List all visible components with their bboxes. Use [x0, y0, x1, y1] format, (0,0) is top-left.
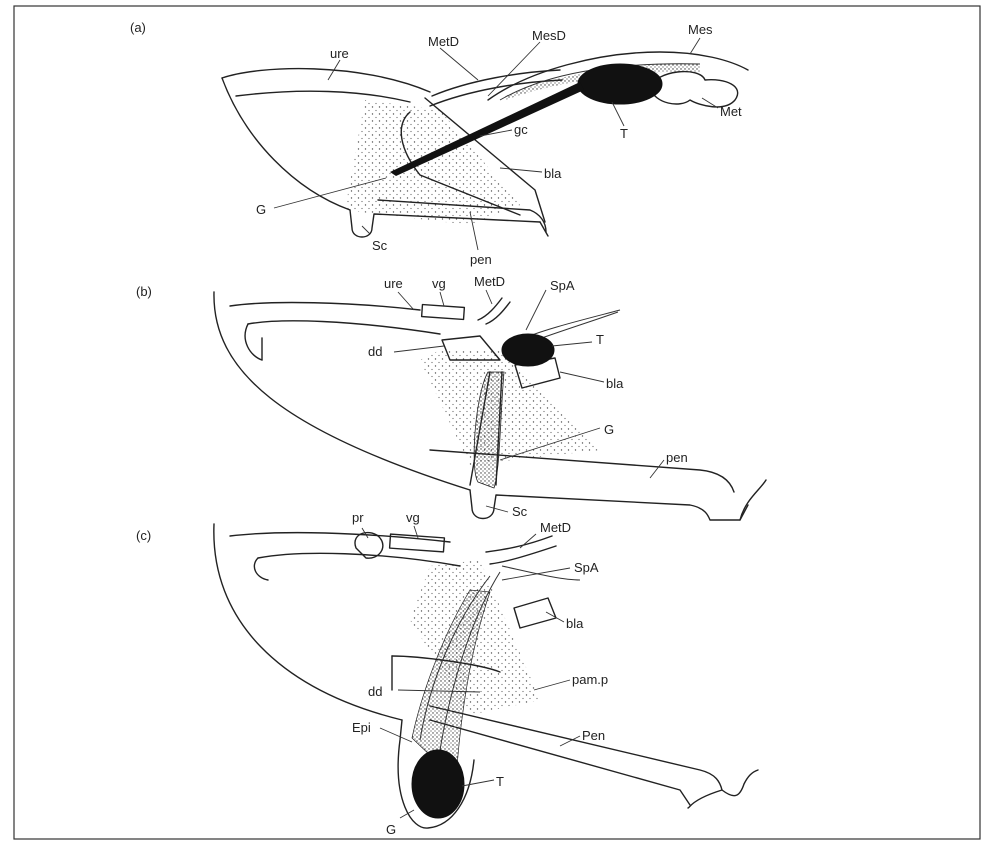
- label-metd-b: MetD: [474, 274, 505, 289]
- panel-letter-a: (a): [130, 20, 146, 35]
- label-g-c: G: [386, 822, 396, 837]
- label-t-c: T: [496, 774, 504, 789]
- label-pr-c: pr: [352, 510, 364, 525]
- label-t-a: T: [620, 126, 628, 141]
- label-dd-b: dd: [368, 344, 382, 359]
- label-g-a: G: [256, 202, 266, 217]
- label-pen-a: pen: [470, 252, 492, 267]
- panel-b: (b) ure vg MetD SpA T dd bla G pen Sc: [136, 274, 766, 520]
- label-sc-a: Sc: [372, 238, 388, 253]
- label-bla-b: bla: [606, 376, 624, 391]
- label-ure-a: ure: [330, 46, 349, 61]
- label-sc-b: Sc: [512, 504, 528, 519]
- label-epi-c: Epi: [352, 720, 371, 735]
- label-metd-c: MetD: [540, 520, 571, 535]
- label-metd-a: MetD: [428, 34, 459, 49]
- panel-c: (c) pr vg MetD SpA bla dd pam.p Pen Epi …: [136, 510, 758, 837]
- testis-a: [578, 64, 662, 104]
- label-pamp-c: pam.p: [572, 672, 608, 687]
- label-met-a: Met: [720, 104, 742, 119]
- panel-letter-b: (b): [136, 284, 152, 299]
- label-mes-a: Mes: [688, 22, 713, 37]
- stippled-tissue-a: [345, 100, 520, 225]
- testis-b: [502, 334, 554, 366]
- label-g-b: G: [604, 422, 614, 437]
- label-pen-c: Pen: [582, 728, 605, 743]
- label-ure-b: ure: [384, 276, 403, 291]
- label-vg-c: vg: [406, 510, 420, 525]
- label-bla-c: bla: [566, 616, 584, 631]
- label-gc-a: gc: [514, 122, 528, 137]
- label-spa-b: SpA: [550, 278, 575, 293]
- label-dd-c: dd: [368, 684, 382, 699]
- label-t-b: T: [596, 332, 604, 347]
- panel-letter-c: (c): [136, 528, 151, 543]
- label-pen-b: pen: [666, 450, 688, 465]
- label-vg-b: vg: [432, 276, 446, 291]
- label-spa-c: SpA: [574, 560, 599, 575]
- label-bla-a: bla: [544, 166, 562, 181]
- panel-a: (a) ure MetD MesD Mes Met T gc bla G Sc …: [130, 20, 748, 267]
- stippled-tissue-b: [420, 350, 600, 465]
- testis-c: [412, 750, 464, 818]
- label-mesd-a: MesD: [532, 28, 566, 43]
